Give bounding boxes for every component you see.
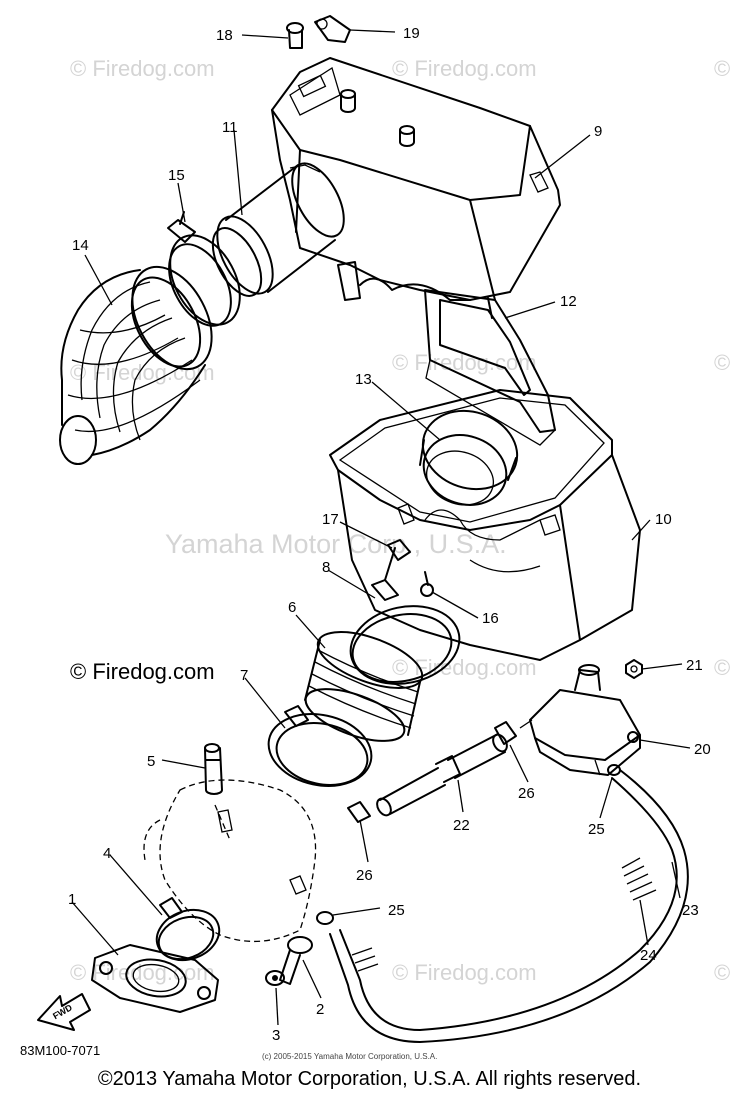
callout-3: 3 <box>272 1027 280 1044</box>
watermark: © <box>714 655 730 680</box>
copyright-footer: ©2013 Yamaha Motor Corporation, U.S.A. A… <box>97 1068 642 1090</box>
callout-11: 11 <box>222 119 238 136</box>
callout-25: 25 <box>588 821 605 838</box>
callout-25: 25 <box>388 902 405 919</box>
callout-14: 14 <box>72 237 89 254</box>
callout-17: 17 <box>322 511 339 528</box>
part-14-intake-duct <box>59 265 213 465</box>
part-10-airbox-case <box>329 389 641 661</box>
watermark: © Firedog.com <box>70 960 215 985</box>
watermark: © <box>714 56 730 81</box>
part-11-joint <box>211 162 345 297</box>
callout-24: 24 <box>640 947 657 964</box>
callout-15: 15 <box>168 167 185 184</box>
watermark: © Firedog.com <box>392 655 537 680</box>
part-8-clamp <box>349 579 461 685</box>
callout-4: 4 <box>103 845 111 862</box>
part-25-clip <box>316 911 334 925</box>
part-5-bolt <box>204 743 223 795</box>
watermark: © <box>714 350 730 375</box>
callout-5: 5 <box>147 753 155 770</box>
callout-6: 6 <box>288 599 296 616</box>
watermarks: © Firedog.com © Firedog.com © © Firedog.… <box>70 56 730 985</box>
callout-26: 26 <box>356 867 373 884</box>
small-copyright: (c) 2005-2015 Yamaha Motor Corporation, … <box>262 1052 437 1061</box>
callout-21: 21 <box>686 657 703 674</box>
callouts: 18 19 9 11 15 14 12 13 10 17 8 16 6 7 5 … <box>68 25 711 1044</box>
part-23-fuel-hose <box>329 769 689 1043</box>
callout-9: 9 <box>594 123 602 140</box>
callout-12: 12 <box>560 293 577 310</box>
callout-22: 22 <box>453 817 470 834</box>
callout-10: 10 <box>655 511 672 528</box>
watermark: © Firedog.com <box>392 960 537 985</box>
callout-26: 26 <box>518 785 535 802</box>
watermark: © Firedog.com <box>392 56 537 81</box>
callout-8: 8 <box>322 559 330 576</box>
callout-2: 2 <box>316 1001 324 1018</box>
callout-16: 16 <box>482 610 499 627</box>
callout-23: 23 <box>682 902 699 919</box>
part-18-bolt <box>286 22 304 49</box>
callout-1: 1 <box>68 891 76 908</box>
part-7-clamp <box>267 705 373 787</box>
part-3-washer <box>265 970 285 986</box>
center-watermark: Yamaha Motor Corp., U.S.A. <box>165 529 507 559</box>
main-watermark: © Firedog.com <box>70 659 215 684</box>
callout-13: 13 <box>355 371 372 388</box>
part-19-clip <box>314 15 351 43</box>
part-21-nut <box>625 659 643 679</box>
part-26-clip <box>494 721 517 745</box>
fwd-label: FWD <box>51 1002 74 1021</box>
watermark: © Firedog.com <box>70 56 215 81</box>
part-4-clamp <box>155 897 221 962</box>
callout-18: 18 <box>216 27 233 44</box>
part-22-hose <box>376 733 508 817</box>
reference-number: 83M100-7071 <box>20 1043 100 1058</box>
part-9-airbox-cover <box>271 57 561 319</box>
part-16-screw <box>420 571 434 597</box>
part-24-protector <box>351 857 657 972</box>
part-15-clamp <box>167 211 241 327</box>
part-1-flange <box>91 944 219 1013</box>
callout-7: 7 <box>240 667 248 684</box>
callout-20: 20 <box>694 741 711 758</box>
watermark: © <box>714 960 730 985</box>
part-13-element <box>419 409 519 506</box>
part-2-bolt <box>279 936 313 985</box>
part-20-fuel-pump <box>519 664 641 776</box>
carburetor-outline <box>143 779 317 943</box>
callout-19: 19 <box>403 25 420 42</box>
fwd-arrow-icon: FWD <box>37 993 91 1031</box>
part-17-clip <box>384 539 411 581</box>
leader-lines <box>71 29 691 1026</box>
part-26-clip <box>347 801 371 823</box>
